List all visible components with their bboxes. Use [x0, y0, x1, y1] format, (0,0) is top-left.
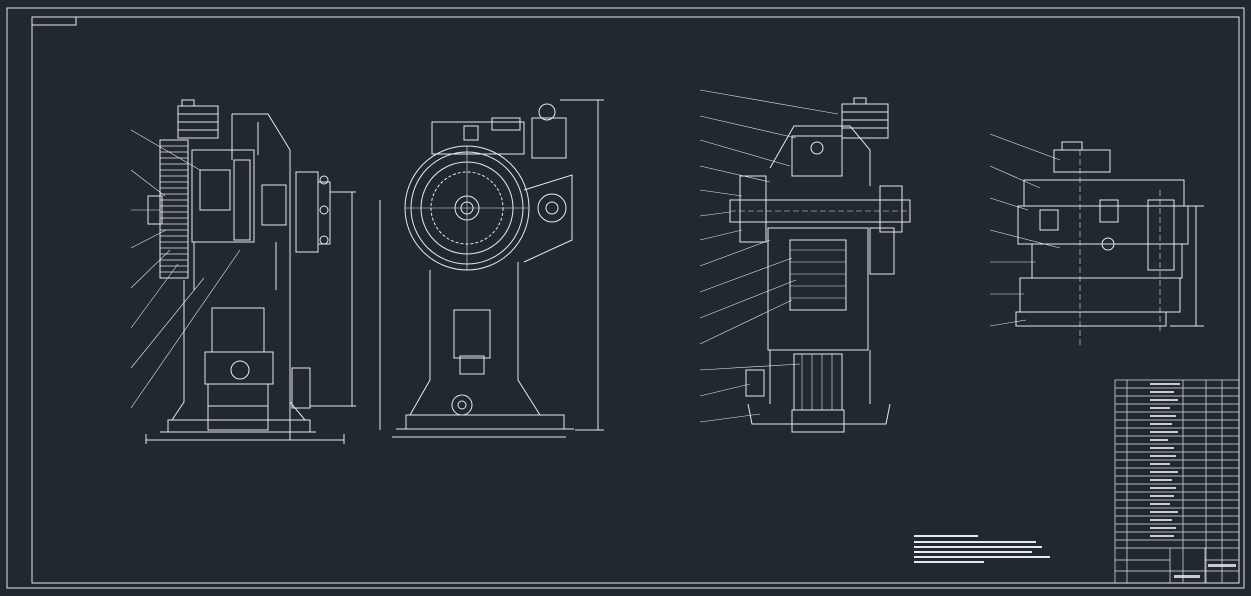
- corner-tag: [31, 16, 77, 26]
- section-view: [699, 89, 911, 433]
- outer-border: [6, 7, 1245, 589]
- parts-table: [1114, 379, 1240, 584]
- parts-table-entries: [1150, 383, 1236, 578]
- gearbox-section-view: [989, 133, 1204, 346]
- side-view: [130, 99, 356, 444]
- front-view: [379, 99, 604, 438]
- technical-notes: [914, 535, 1050, 563]
- inner-border: [31, 16, 1240, 584]
- title-block: [1115, 547, 1239, 583]
